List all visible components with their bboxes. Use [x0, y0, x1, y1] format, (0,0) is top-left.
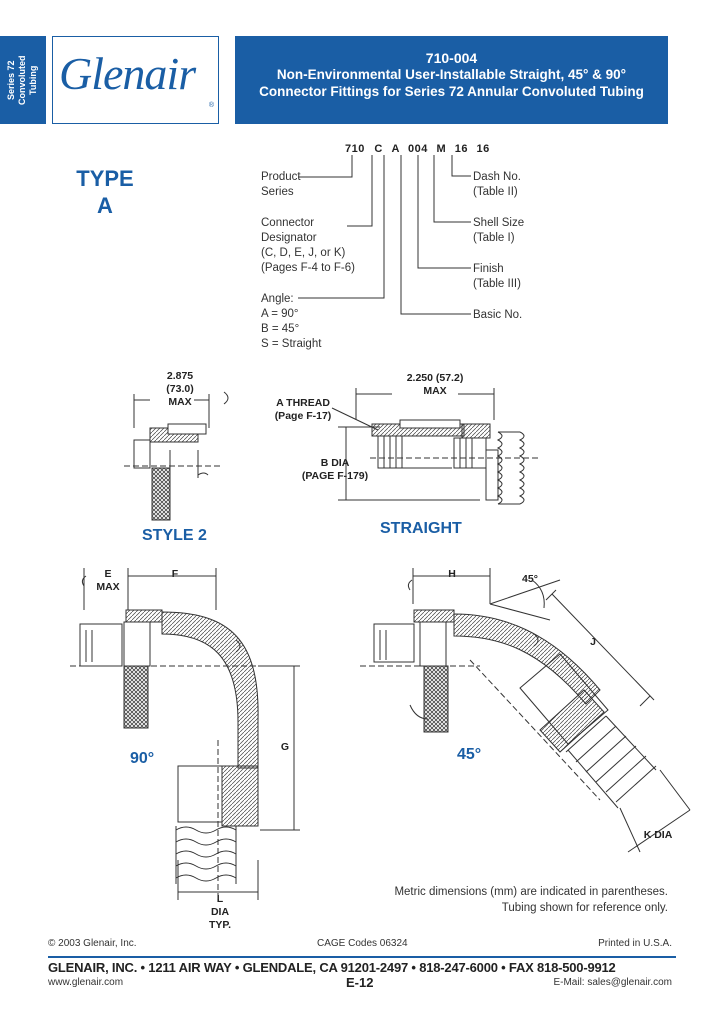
- straight-caption: STRAIGHT: [380, 520, 462, 537]
- style2-dimension: 2.875 (73.0) MAX: [166, 370, 194, 408]
- k-dia-label: K DIA: [643, 829, 673, 841]
- glenair-logo: Glenair ®: [52, 36, 219, 124]
- callout-finish: Finish (Table III): [473, 263, 521, 290]
- ninety-drawing: [70, 568, 300, 900]
- footer-page-number: E-12: [346, 975, 374, 990]
- title-line-1: Non-Environmental User-Installable Strai…: [276, 67, 627, 82]
- code-angle: A: [391, 143, 400, 155]
- part-number-title: 710-004: [425, 50, 478, 66]
- footer-address: GLENAIR, INC. • 1211 AIR WAY • GLENDALE,…: [48, 960, 616, 975]
- e-max-label: E MAX: [96, 568, 120, 593]
- part-code-leaders: [298, 155, 471, 315]
- logo-registered-mark: ®: [208, 102, 214, 109]
- b-dia-label: B DIA (PAGE F-179): [301, 457, 369, 482]
- type-label-line2: A: [97, 193, 113, 218]
- code-finish: M: [436, 143, 447, 155]
- code-designator: C: [374, 143, 383, 155]
- callout-dash-no: Dash No. (Table II): [473, 171, 521, 198]
- code-basic: 004: [408, 143, 428, 155]
- callout-shell-size: Shell Size (Table I): [473, 217, 525, 244]
- footer-email[interactable]: E-Mail: sales@glenair.com: [553, 977, 672, 988]
- part-code: 710 C A 004 M 16 16: [345, 143, 490, 155]
- callout-angle: Angle: A = 90° B = 45° S = Straight: [261, 293, 322, 350]
- code-series: 710: [345, 143, 365, 155]
- footer-copyright: © 2003 Glenair, Inc.: [48, 938, 137, 949]
- code-dash: 16: [476, 143, 490, 155]
- j-label: J: [590, 636, 596, 648]
- title-line-2: Connector Fittings for Series 72 Annular…: [259, 84, 644, 99]
- l-dia-label: L DIA TYP.: [209, 893, 231, 931]
- note-tubing: Tubing shown for reference only.: [501, 902, 668, 914]
- callout-basic-no: Basic No.: [473, 309, 523, 321]
- forty-five-drawing: [360, 568, 691, 853]
- forty-five-caption: 45°: [457, 746, 482, 763]
- title-banner: 710-004 Non-Environmental User-Installab…: [235, 36, 668, 124]
- style2-caption: STYLE 2: [142, 527, 207, 544]
- footer-cage: CAGE Codes 06324: [317, 938, 408, 949]
- straight-dimension: 2.250 (57.2) MAX: [406, 372, 464, 397]
- a-thread-label: A THREAD (Page F-17): [274, 397, 332, 422]
- straight-drawing: [331, 388, 540, 505]
- ninety-caption: 90°: [130, 750, 155, 767]
- logo-text: Glenair: [59, 48, 196, 99]
- callout-product-series: Product Series: [261, 171, 301, 198]
- style2-drawing: [124, 391, 229, 521]
- type-label-line1: TYPE: [76, 166, 134, 191]
- footer-website[interactable]: www.glenair.com: [48, 977, 124, 988]
- note-metric: Metric dimensions (mm) are indicated in …: [394, 886, 668, 898]
- notes: Metric dimensions (mm) are indicated in …: [394, 884, 668, 916]
- g-label: G: [280, 741, 290, 753]
- footer-printed: Printed in U.S.A.: [598, 938, 672, 949]
- type-label: TYPE A: [70, 165, 140, 219]
- h-label: H: [448, 568, 456, 580]
- side-tab: Series 72 Convoluted Tubing: [0, 36, 46, 124]
- f-label: F: [171, 568, 179, 580]
- callout-connector-designator: Connector Designator (C, D, E, J, or K) …: [261, 217, 355, 274]
- code-shell: 16: [454, 143, 468, 155]
